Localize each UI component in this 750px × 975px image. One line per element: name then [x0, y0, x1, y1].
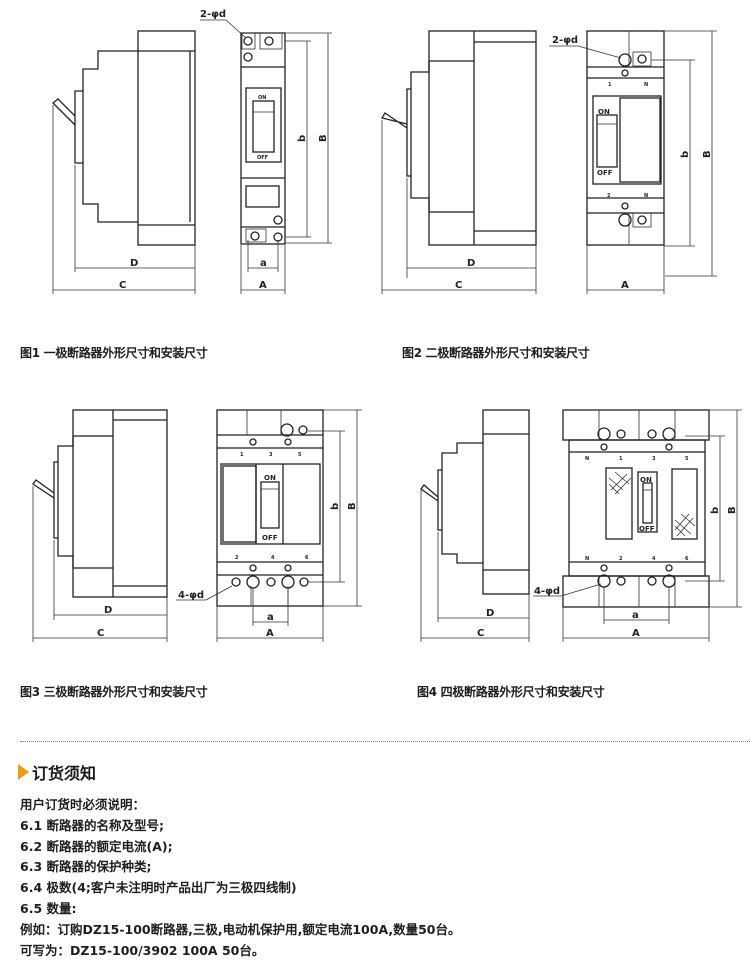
switch-off-label: OFF [639, 525, 655, 533]
orange-triangle-bullet-icon [18, 764, 29, 780]
switch-off-label: OFF [597, 169, 613, 177]
switch-off-label: OFF [257, 155, 268, 161]
switch-on-label: ON [640, 476, 652, 484]
side-view [32, 409, 168, 598]
front-view: ON OFF [240, 32, 286, 245]
terminal-bottom-label: 4 [652, 556, 656, 562]
ordering-item: 6.1 断路器的名称及型号; [20, 817, 164, 833]
hole-label: 4-φd [534, 586, 560, 597]
side-view [420, 409, 530, 595]
dim-b: b [710, 507, 721, 514]
switch-off-label: OFF [262, 534, 278, 542]
hole-label: 2-φd [552, 35, 578, 46]
dimension-lines [32, 409, 362, 642]
figure-4-caption: 图4 四极断路器外形尺寸和安装尺寸 [417, 685, 605, 699]
dim-B: B [702, 150, 713, 158]
hole-label: 2-φd [200, 9, 226, 20]
terminal-bottom-label: N [585, 556, 589, 562]
dim-D: D [104, 605, 112, 616]
dim-C: C [97, 628, 104, 639]
dim-C: C [119, 280, 126, 291]
figure-1-one-pole-drawing: ON OFF 2-φd D C a A b B [0, 0, 375, 300]
ordering-notes: 用户订货时必须说明： 6.1 断路器的名称及型号; 6.2 断路器的额定电流(A… [20, 795, 461, 961]
front-view: 1 3 5 2 4 6 ON OFF [216, 409, 324, 607]
dim-B: B [347, 502, 358, 510]
dimension-lines [52, 19, 332, 294]
figure-1-caption: 图1 一极断路器外形尺寸和安装尺寸 [20, 346, 208, 360]
dim-A: A [266, 628, 274, 639]
front-view: 1 N 2 N ON OFF [586, 30, 665, 246]
switch-on-label: ON [598, 108, 610, 116]
dim-C: C [477, 628, 484, 639]
dim-a: a [267, 612, 274, 623]
figure-3-three-pole-drawing: 1 3 5 2 4 6 ON OFF 4-φd D C a A b B [0, 390, 375, 650]
dim-b: b [330, 503, 341, 510]
terminal-top-label: 5 [685, 456, 689, 462]
ordering-example: 例如：订购DZ15-100断路器,三极,电动机保护用,额定电流100A,数量50… [20, 921, 461, 937]
terminal-top-label: 1 [608, 82, 612, 88]
terminal-top-label: 5 [298, 452, 302, 458]
switch-on-label: ON [258, 95, 266, 101]
ordering-item: 6.4 极数(4;客户未注明时产品出厂为三极四线制) [20, 880, 297, 896]
figure-2-two-pole-drawing: 1 N 2 N ON OFF 2-φd D C A b B [375, 0, 750, 300]
terminal-top-label: 1 [240, 452, 244, 458]
terminal-top-label: 3 [269, 452, 273, 458]
terminal-bottom-label: N [644, 193, 648, 199]
dotted-divider [20, 741, 750, 742]
ordering-item: 6.2 断路器的额定电流(A); [20, 838, 173, 854]
dimension-lines [381, 30, 717, 294]
figure-4-four-pole-drawing: N 1 3 5 N 2 4 6 ON OFF 4-φd D C a A b B [375, 390, 750, 650]
ordering-section-header: 订货须知 [18, 760, 96, 784]
hole-label: 4-φd [178, 590, 204, 601]
terminal-top-label: 1 [619, 456, 623, 462]
dim-B: B [727, 506, 738, 514]
terminal-bottom-label: 4 [271, 555, 275, 561]
dim-C: C [455, 280, 462, 291]
dim-A: A [632, 628, 640, 639]
ordering-example-code: 可写为：DZ15-100/3902 100A 50台。 [20, 942, 265, 958]
dim-a: a [260, 258, 267, 269]
terminal-top-label: 3 [652, 456, 656, 462]
terminal-top-label: N [585, 456, 589, 462]
switch-on-label: ON [264, 474, 276, 482]
dim-D: D [130, 258, 138, 269]
dim-A: A [259, 280, 267, 291]
terminal-bottom-label: 2 [619, 556, 623, 562]
dim-B: B [318, 134, 329, 142]
terminal-bottom-label: 6 [685, 556, 689, 562]
ordering-item: 6.3 断路器的保护种类; [20, 859, 152, 875]
side-view [52, 30, 196, 246]
ordering-intro: 用户订货时必须说明： [20, 797, 146, 812]
dim-b: b [297, 135, 308, 142]
dim-b: b [680, 151, 691, 158]
dim-D: D [467, 258, 475, 269]
figure-2-caption: 图2 二极断路器外形尺寸和安装尺寸 [402, 346, 590, 360]
dim-D: D [486, 608, 494, 619]
dim-A: A [621, 280, 629, 291]
terminal-bottom-label: 2 [235, 555, 239, 561]
terminal-bottom-label: 2 [607, 193, 611, 199]
ordering-item: 6.5 数量: [20, 900, 77, 916]
dim-a: a [632, 610, 639, 621]
side-view [380, 30, 537, 246]
terminal-bottom-label: 6 [305, 555, 309, 561]
dimension-lines [420, 409, 742, 642]
ordering-section-title: 订货须知 [32, 764, 97, 783]
front-view: N 1 3 5 N 2 4 6 ON OFF [562, 409, 710, 608]
terminal-top-label: N [644, 82, 648, 88]
figure-3-caption: 图3 三极断路器外形尺寸和安装尺寸 [20, 685, 208, 699]
